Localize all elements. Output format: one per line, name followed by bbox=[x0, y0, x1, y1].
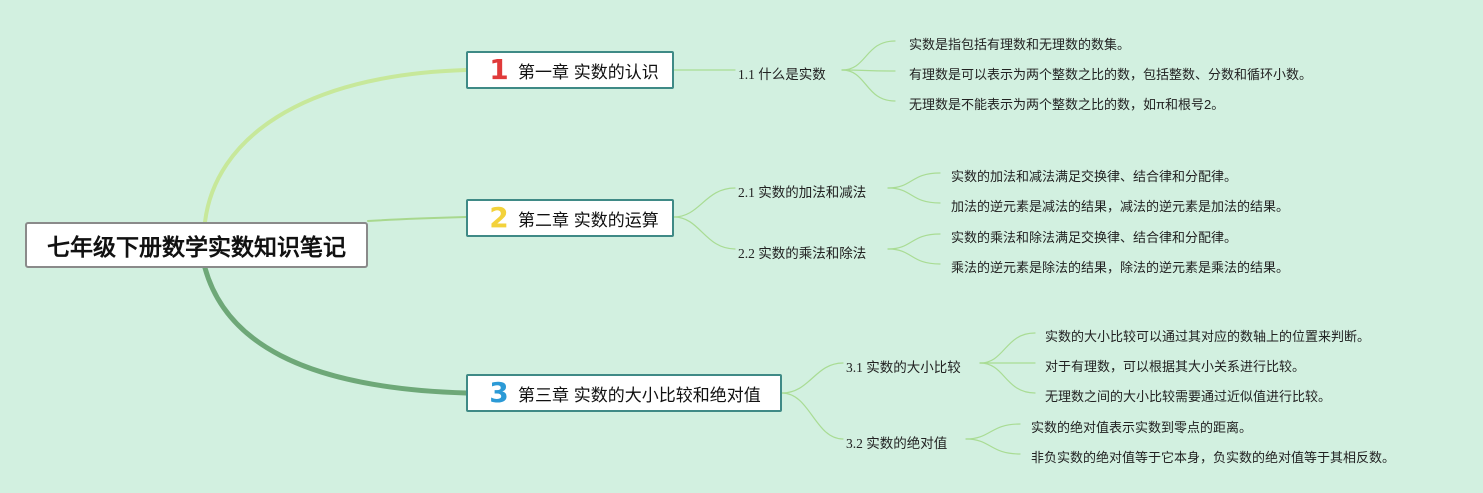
chapter-2-number: 2 bbox=[489, 201, 509, 234]
root-title: 七年级下册数学实数知识笔记 bbox=[47, 234, 346, 260]
chapter-2-node[interactable]: 2 第二章 实数的运算 bbox=[466, 199, 674, 237]
chapter-1-node[interactable]: 1 第一章 实数的认识 bbox=[466, 51, 674, 89]
section-3-1[interactable]: 3.1 实数的大小比较 bbox=[846, 360, 961, 375]
connector-sec22-leaf-2 bbox=[887, 248, 941, 265]
connector-sec11-leaf-1 bbox=[841, 40, 896, 71]
chapter-3-title: 第三章 实数的大小比较和绝对值 bbox=[518, 385, 761, 405]
leaf-2-1-2[interactable]: 加法的逆元素是减法的结果，减法的逆元素是加法的结果。 bbox=[951, 199, 1290, 214]
connector-sec32-leaf-1 bbox=[965, 423, 1021, 440]
connector-ch3-sec1 bbox=[781, 362, 844, 394]
connector-sec11-leaf-3 bbox=[841, 69, 896, 102]
leaf-1-1-3[interactable]: 无理数是不能表示为两个整数之比的数，如π和根号2。 bbox=[909, 97, 1225, 112]
leaf-2-2-2[interactable]: 乘法的逆元素是除法的结果，除法的逆元素是乘法的结果。 bbox=[951, 260, 1290, 275]
connector-ch3-sec2 bbox=[781, 392, 844, 440]
connector-root-chapter-2 bbox=[367, 216, 467, 222]
section-1-1[interactable]: 1.1 什么是实数 bbox=[738, 67, 826, 82]
leaf-3-2-1[interactable]: 实数的绝对值表示实数到零点的距离。 bbox=[1031, 420, 1253, 435]
chapter-1-title: 第一章 实数的认识 bbox=[518, 62, 659, 82]
chapter-3-number: 3 bbox=[489, 376, 509, 409]
chapter-1-number: 1 bbox=[489, 53, 509, 86]
section-2-2[interactable]: 2.2 实数的乘法和除法 bbox=[738, 246, 867, 261]
connector-sec32-leaf-2 bbox=[965, 438, 1021, 455]
section-2-1[interactable]: 2.1 实数的加法和减法 bbox=[738, 185, 867, 200]
connector-ch2-sec1 bbox=[673, 187, 736, 218]
leaf-3-1-3[interactable]: 无理数之间的大小比较需要通过近似值进行比较。 bbox=[1045, 389, 1332, 404]
leaf-1-1-1[interactable]: 实数是指包括有理数和无理数的数集。 bbox=[909, 37, 1131, 52]
connector-sec22-leaf-1 bbox=[887, 233, 941, 250]
section-3-2[interactable]: 3.2 实数的绝对值 bbox=[846, 436, 948, 451]
connector-sec31-leaf-1 bbox=[979, 332, 1036, 364]
leaf-3-2-2[interactable]: 非负实数的绝对值等于它本身，负实数的绝对值等于其相反数。 bbox=[1031, 450, 1396, 465]
root-node[interactable]: 七年级下册数学实数知识笔记 bbox=[25, 222, 368, 268]
chapter-2-title: 第二章 实数的运算 bbox=[518, 210, 659, 230]
connector-ch2-sec2 bbox=[673, 216, 736, 250]
connector-sec21-leaf-2 bbox=[887, 187, 941, 204]
connector-root-chapter-1 bbox=[203, 68, 468, 224]
chapter-3-node[interactable]: 3 第三章 实数的大小比较和绝对值 bbox=[466, 374, 782, 412]
connector-root-chapter-3 bbox=[202, 265, 469, 396]
connector-sec31-leaf-3 bbox=[979, 362, 1036, 394]
connector-sec21-leaf-1 bbox=[887, 172, 941, 189]
leaf-2-2-1[interactable]: 实数的乘法和除法满足交换律、结合律和分配律。 bbox=[951, 230, 1238, 245]
leaf-1-1-2[interactable]: 有理数是可以表示为两个整数之比的数，包括整数、分数和循环小数。 bbox=[909, 67, 1313, 82]
leaf-3-1-1[interactable]: 实数的大小比较可以通过其对应的数轴上的位置来判断。 bbox=[1045, 329, 1371, 344]
leaf-2-1-1[interactable]: 实数的加法和减法满足交换律、结合律和分配律。 bbox=[951, 169, 1238, 184]
leaf-3-1-2[interactable]: 对于有理数，可以根据其大小关系进行比较。 bbox=[1045, 359, 1306, 374]
